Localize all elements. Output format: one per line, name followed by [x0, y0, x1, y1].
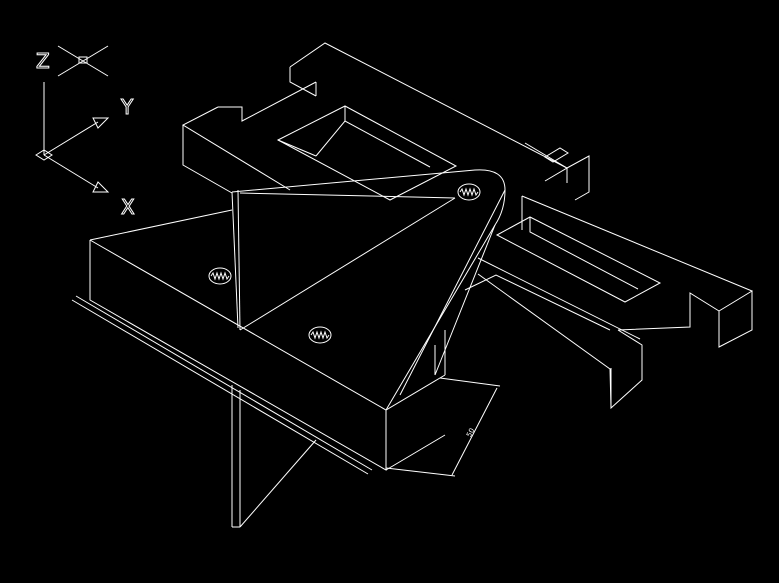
frame-left-side — [182, 125, 233, 194]
ucs-y-axis — [43, 121, 99, 156]
base-top-edge — [89, 209, 233, 241]
frame-lower-tab2 — [610, 329, 643, 410]
frame-window-lower-outer — [495, 216, 662, 303]
long-dim-line — [71, 299, 369, 475]
gusset — [231, 169, 506, 470]
ucs-x-arrowhead — [92, 181, 110, 193]
dimension-lines — [71, 295, 501, 477]
dim-ext-2 — [439, 377, 501, 387]
dim-line-50 — [451, 387, 498, 476]
frame-lower-bottom — [477, 273, 612, 409]
bottom-stem — [231, 385, 317, 528]
frame-step — [218, 81, 317, 122]
gusset-left-edge — [231, 191, 239, 329]
gusset-front-thick — [399, 189, 506, 396]
base-front-face — [89, 240, 387, 471]
gusset-right-edge — [434, 224, 496, 376]
frame-window-upper-outer — [276, 105, 458, 201]
base-right-bottom — [385, 434, 446, 471]
frame-tab-side — [289, 67, 317, 97]
base-plate — [89, 209, 446, 471]
frame-lower-tab — [617, 292, 720, 331]
long-dim-line2 — [75, 295, 373, 471]
ucs-icon — [35, 45, 110, 193]
frame-right-tab — [524, 142, 590, 201]
gusset-hypotenuse — [239, 197, 456, 331]
hole-center — [308, 326, 332, 344]
crosshair-icon — [57, 45, 109, 77]
dim-ext-1 — [385, 467, 456, 477]
frame-lower-top — [521, 195, 754, 312]
frame-slot — [544, 147, 569, 163]
frame-lower-left — [464, 274, 611, 331]
dimension-value: 50 — [465, 427, 476, 439]
frame-lower-end — [718, 291, 753, 348]
hole-left — [208, 267, 232, 285]
frame-window-upper-depth2 — [277, 139, 317, 157]
ucs-y-label: Y — [120, 95, 134, 119]
frame-top-tab — [289, 42, 569, 182]
gusset-outline — [231, 169, 506, 411]
ucs-y-arrowhead — [92, 117, 110, 129]
hole-top — [457, 183, 481, 201]
ucs-x-axis — [43, 154, 99, 189]
ucs-z-label: Z — [36, 49, 50, 73]
stem-brace — [239, 439, 317, 528]
ucs-origin-box — [35, 149, 53, 161]
frame-window-upper-inner — [315, 120, 431, 168]
frame-window-lower-inner — [529, 217, 639, 290]
frame-lower-edge — [477, 257, 641, 340]
gusset-inner-top — [239, 192, 456, 199]
holes — [208, 183, 481, 344]
base-front-top — [89, 239, 446, 411]
frame-left-top — [181, 106, 291, 191]
ucs-x-label: X — [121, 195, 135, 219]
frame-part — [181, 42, 754, 410]
gusset-left-thickness — [237, 189, 241, 331]
